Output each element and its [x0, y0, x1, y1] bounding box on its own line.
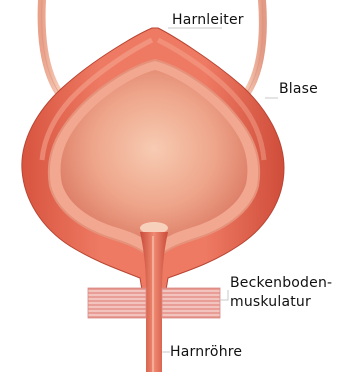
label-ureter: Harnleiter	[172, 12, 244, 29]
label-urethra: Harnröhre	[170, 344, 242, 361]
label-bladder: Blase	[279, 81, 318, 98]
label-pelvic-floor-line2: muskulatur	[230, 294, 311, 311]
label-pelvic-floor-line1: Beckenboden-	[230, 275, 332, 292]
leader-pelvic-floor	[220, 290, 228, 300]
